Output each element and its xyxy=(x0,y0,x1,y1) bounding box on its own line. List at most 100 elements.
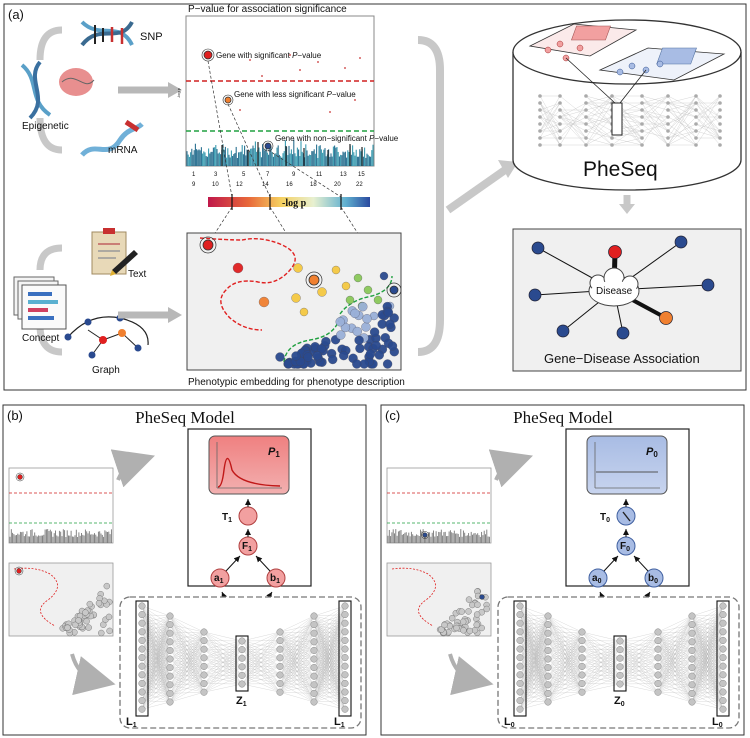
gene-node xyxy=(616,326,630,340)
concept-cards-icon xyxy=(13,276,67,330)
embedding-point xyxy=(379,271,389,281)
neuron xyxy=(578,688,586,696)
bracket-arc-top2 xyxy=(36,244,63,271)
bracket-arc-top xyxy=(36,26,63,61)
connector-line xyxy=(267,149,342,198)
neuron xyxy=(238,680,246,688)
neuron xyxy=(238,671,246,679)
neuron xyxy=(544,629,552,637)
neuron xyxy=(578,680,586,688)
cylinder-network xyxy=(538,94,722,147)
mini-embedding-thumbnail xyxy=(8,562,114,637)
neuron xyxy=(719,636,727,644)
curved-arrow xyxy=(448,653,494,696)
output-p-label: P0 xyxy=(646,446,658,459)
neuron xyxy=(616,671,624,679)
neuron xyxy=(516,679,524,687)
neuron xyxy=(688,612,696,620)
graph-label: Graph xyxy=(92,365,120,376)
neuron xyxy=(138,611,146,619)
cylinder-neuron xyxy=(640,94,644,98)
node-a xyxy=(588,568,608,588)
snp-label: SNP xyxy=(140,31,163,43)
embedding-point xyxy=(316,344,327,354)
concept-label: Concept xyxy=(22,333,59,344)
chromosome-label: 22 xyxy=(356,182,363,188)
neuron xyxy=(310,698,318,706)
output-p-label: P1 xyxy=(268,446,280,459)
cylinder-neuron xyxy=(718,122,722,126)
embedding-point xyxy=(371,340,381,351)
embedding-point xyxy=(385,319,395,329)
neuron xyxy=(166,646,174,654)
neuron xyxy=(138,619,146,627)
cylinder-neuron xyxy=(640,129,644,133)
manhattan-point xyxy=(261,75,263,77)
node-b xyxy=(644,568,664,588)
neuron xyxy=(138,688,146,696)
neuron xyxy=(276,654,284,662)
cylinder-neuron xyxy=(666,115,670,119)
autoencoder-box xyxy=(497,596,740,729)
cylinder-neuron xyxy=(666,122,670,126)
manhattan-point xyxy=(249,59,251,61)
embedding-point xyxy=(369,327,380,337)
neuron xyxy=(688,646,696,654)
neuron xyxy=(654,662,662,670)
embedding-point xyxy=(362,314,372,324)
neuron xyxy=(276,662,284,670)
node-a-label: a0 xyxy=(592,573,602,585)
epigenetic-dna-icon xyxy=(20,60,95,120)
mini-connector xyxy=(565,57,616,104)
output-layer-box xyxy=(338,600,352,717)
neuron xyxy=(276,645,284,653)
arrow-head-2 xyxy=(168,307,182,323)
non-significant-gene-marker xyxy=(264,142,272,150)
neuron xyxy=(200,654,208,662)
embedding-point xyxy=(299,307,309,317)
chromosome-label: 14 xyxy=(262,182,269,188)
cylinder-neuron xyxy=(538,94,542,98)
neuron xyxy=(276,688,284,696)
embedding-point xyxy=(312,351,322,361)
cylinder-neuron xyxy=(558,94,562,98)
cylinder-neuron xyxy=(538,122,542,126)
neuron xyxy=(166,655,174,663)
neuron xyxy=(719,628,727,636)
connector-line xyxy=(227,103,271,198)
neuron xyxy=(341,671,349,679)
cylinder-neuron xyxy=(694,129,698,133)
neuron xyxy=(654,680,662,688)
neuron xyxy=(138,636,146,644)
manhattan-point xyxy=(289,54,291,56)
embedding-point xyxy=(317,287,327,297)
embedding-point xyxy=(339,350,349,361)
mini-connector xyxy=(619,69,647,104)
manhattan-point xyxy=(239,109,241,111)
neuron xyxy=(719,619,727,627)
neuron xyxy=(654,645,662,653)
boundary-nonsignificant xyxy=(339,275,393,315)
neuron xyxy=(544,646,552,654)
mrna-label: mRNA xyxy=(108,145,138,156)
embedding-point xyxy=(373,295,383,305)
embedding-point xyxy=(335,317,345,327)
neuron xyxy=(238,637,246,645)
neuron xyxy=(310,681,318,689)
cylinder-neuron xyxy=(640,122,644,126)
cylinder-neuron xyxy=(694,136,698,140)
cylinder-neuron xyxy=(666,143,670,147)
cylinder-neuron xyxy=(610,94,614,98)
embedding-point xyxy=(352,326,362,337)
disease-cloud xyxy=(588,267,640,307)
cylinder-neuron xyxy=(718,136,722,140)
neuron xyxy=(688,621,696,629)
cylinder-neuron xyxy=(718,94,722,98)
neuron xyxy=(516,628,524,636)
cylinder-neuron xyxy=(610,143,614,147)
neuron xyxy=(544,698,552,706)
cylinder-neuron xyxy=(584,143,588,147)
neuron xyxy=(341,662,349,670)
neuron xyxy=(616,637,624,645)
